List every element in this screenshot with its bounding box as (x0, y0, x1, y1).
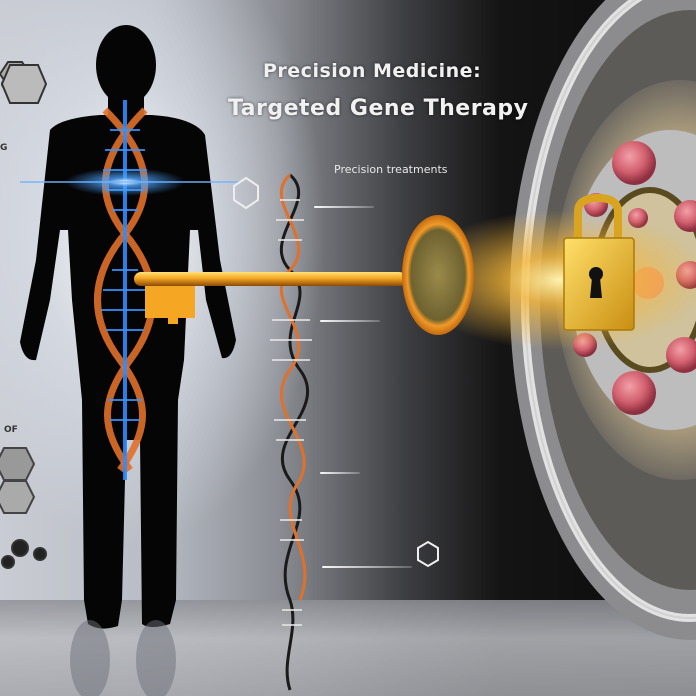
pointer-line (320, 320, 380, 322)
pointer-line (314, 206, 374, 208)
title-line-2: Targeted Gene Therapy (228, 96, 529, 121)
title-line-1: Precision Medicine: (263, 60, 482, 82)
subtitle: Precision treatments (334, 163, 448, 176)
side-label-bottom: OF (4, 425, 18, 435)
molecule-hexagons (0, 61, 439, 569)
golden-key-icon (134, 215, 474, 335)
dna-strand-center (270, 173, 312, 691)
pointer-line (320, 472, 360, 474)
padlock-icon (563, 193, 635, 331)
pointer-line (322, 566, 412, 568)
side-label-top: G (0, 143, 8, 153)
